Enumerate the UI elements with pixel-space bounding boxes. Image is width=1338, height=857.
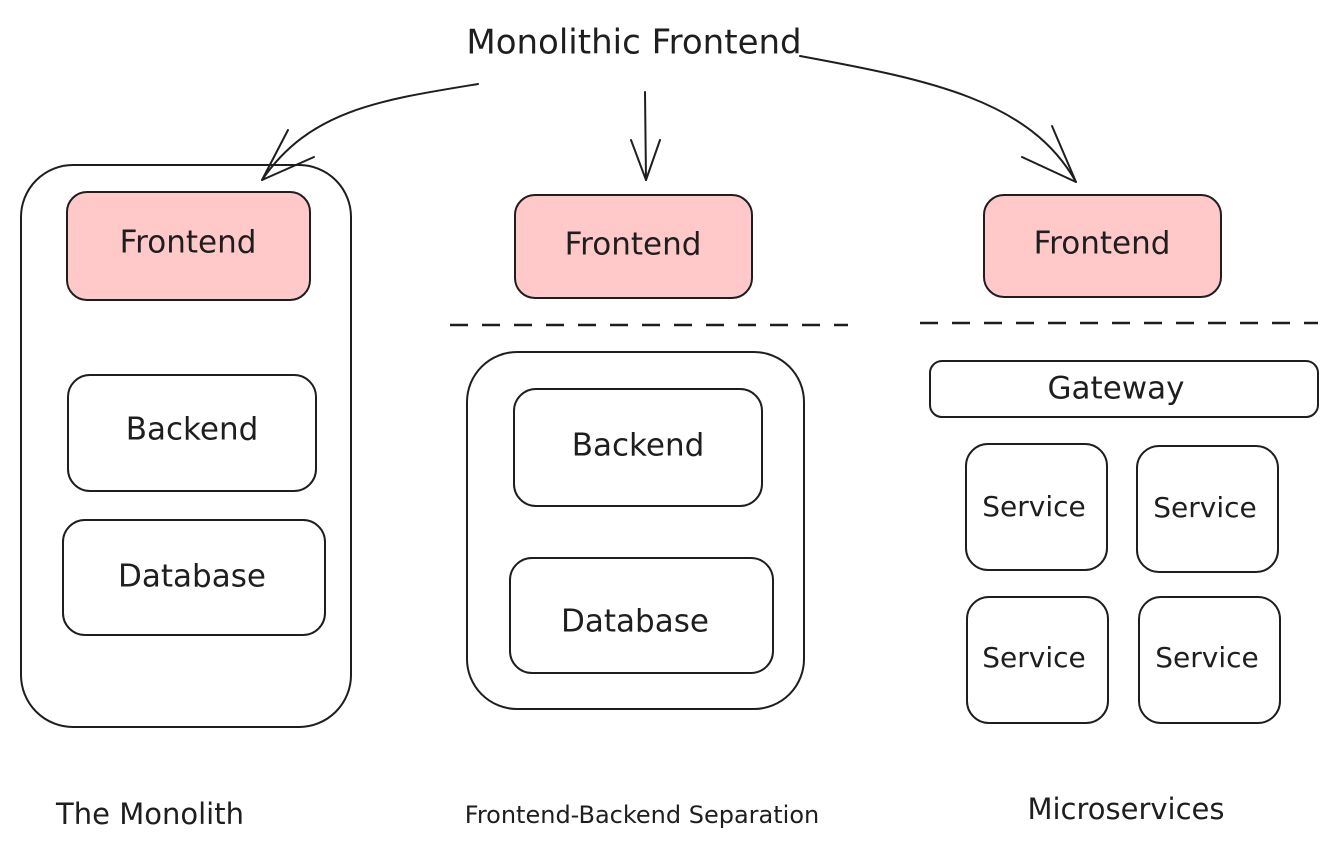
- service-box: Service: [965, 443, 1108, 571]
- monolith-caption: The Monolith: [55, 797, 244, 831]
- separation-frontend-box: Frontend: [514, 194, 753, 299]
- monolith-column: Frontend Backend Database The Monolith: [20, 164, 352, 831]
- diagram-title: Monolithic Frontend: [466, 23, 801, 63]
- monolith-database-box: Database: [62, 519, 326, 636]
- separation-database-label: Database: [561, 604, 709, 640]
- monolith-backend-label: Backend: [126, 412, 259, 448]
- microservices-frontend-box: Frontend: [983, 194, 1222, 298]
- service-label: Service: [982, 641, 1085, 674]
- separation-backend-box: Backend: [513, 388, 763, 507]
- service-label: Service: [982, 490, 1085, 523]
- microservices-column: Frontend Gateway Service Service Service…: [920, 194, 1319, 826]
- monolith-container: [20, 164, 352, 728]
- separation-frontend-label: Frontend: [565, 227, 702, 263]
- service-label: Service: [1153, 491, 1256, 524]
- separation-column: Frontend Backend Database Frontend-Backe…: [450, 194, 848, 829]
- separation-backend-label: Backend: [572, 428, 705, 464]
- monolith-frontend-box: Frontend: [66, 191, 311, 301]
- separation-database-box: Database: [509, 557, 774, 674]
- separation-backend-container: [466, 351, 805, 710]
- gateway-box: Gateway: [929, 360, 1319, 418]
- service-box: Service: [1136, 445, 1279, 573]
- monolith-frontend-label: Frontend: [120, 225, 257, 261]
- service-label: Service: [1155, 641, 1258, 674]
- monolith-database-label: Database: [118, 559, 266, 595]
- separation-caption: Frontend-Backend Separation: [465, 801, 819, 829]
- arrow-to-microservices-frontend: [799, 55, 1077, 183]
- arrow-to-separation-frontend: [630, 91, 661, 181]
- microservices-caption: Microservices: [1027, 792, 1224, 826]
- service-box: Service: [1138, 596, 1281, 724]
- microservices-frontend-label: Frontend: [1034, 226, 1171, 262]
- gateway-label: Gateway: [1048, 371, 1185, 407]
- monolith-backend-box: Backend: [67, 374, 317, 492]
- service-box: Service: [966, 596, 1109, 724]
